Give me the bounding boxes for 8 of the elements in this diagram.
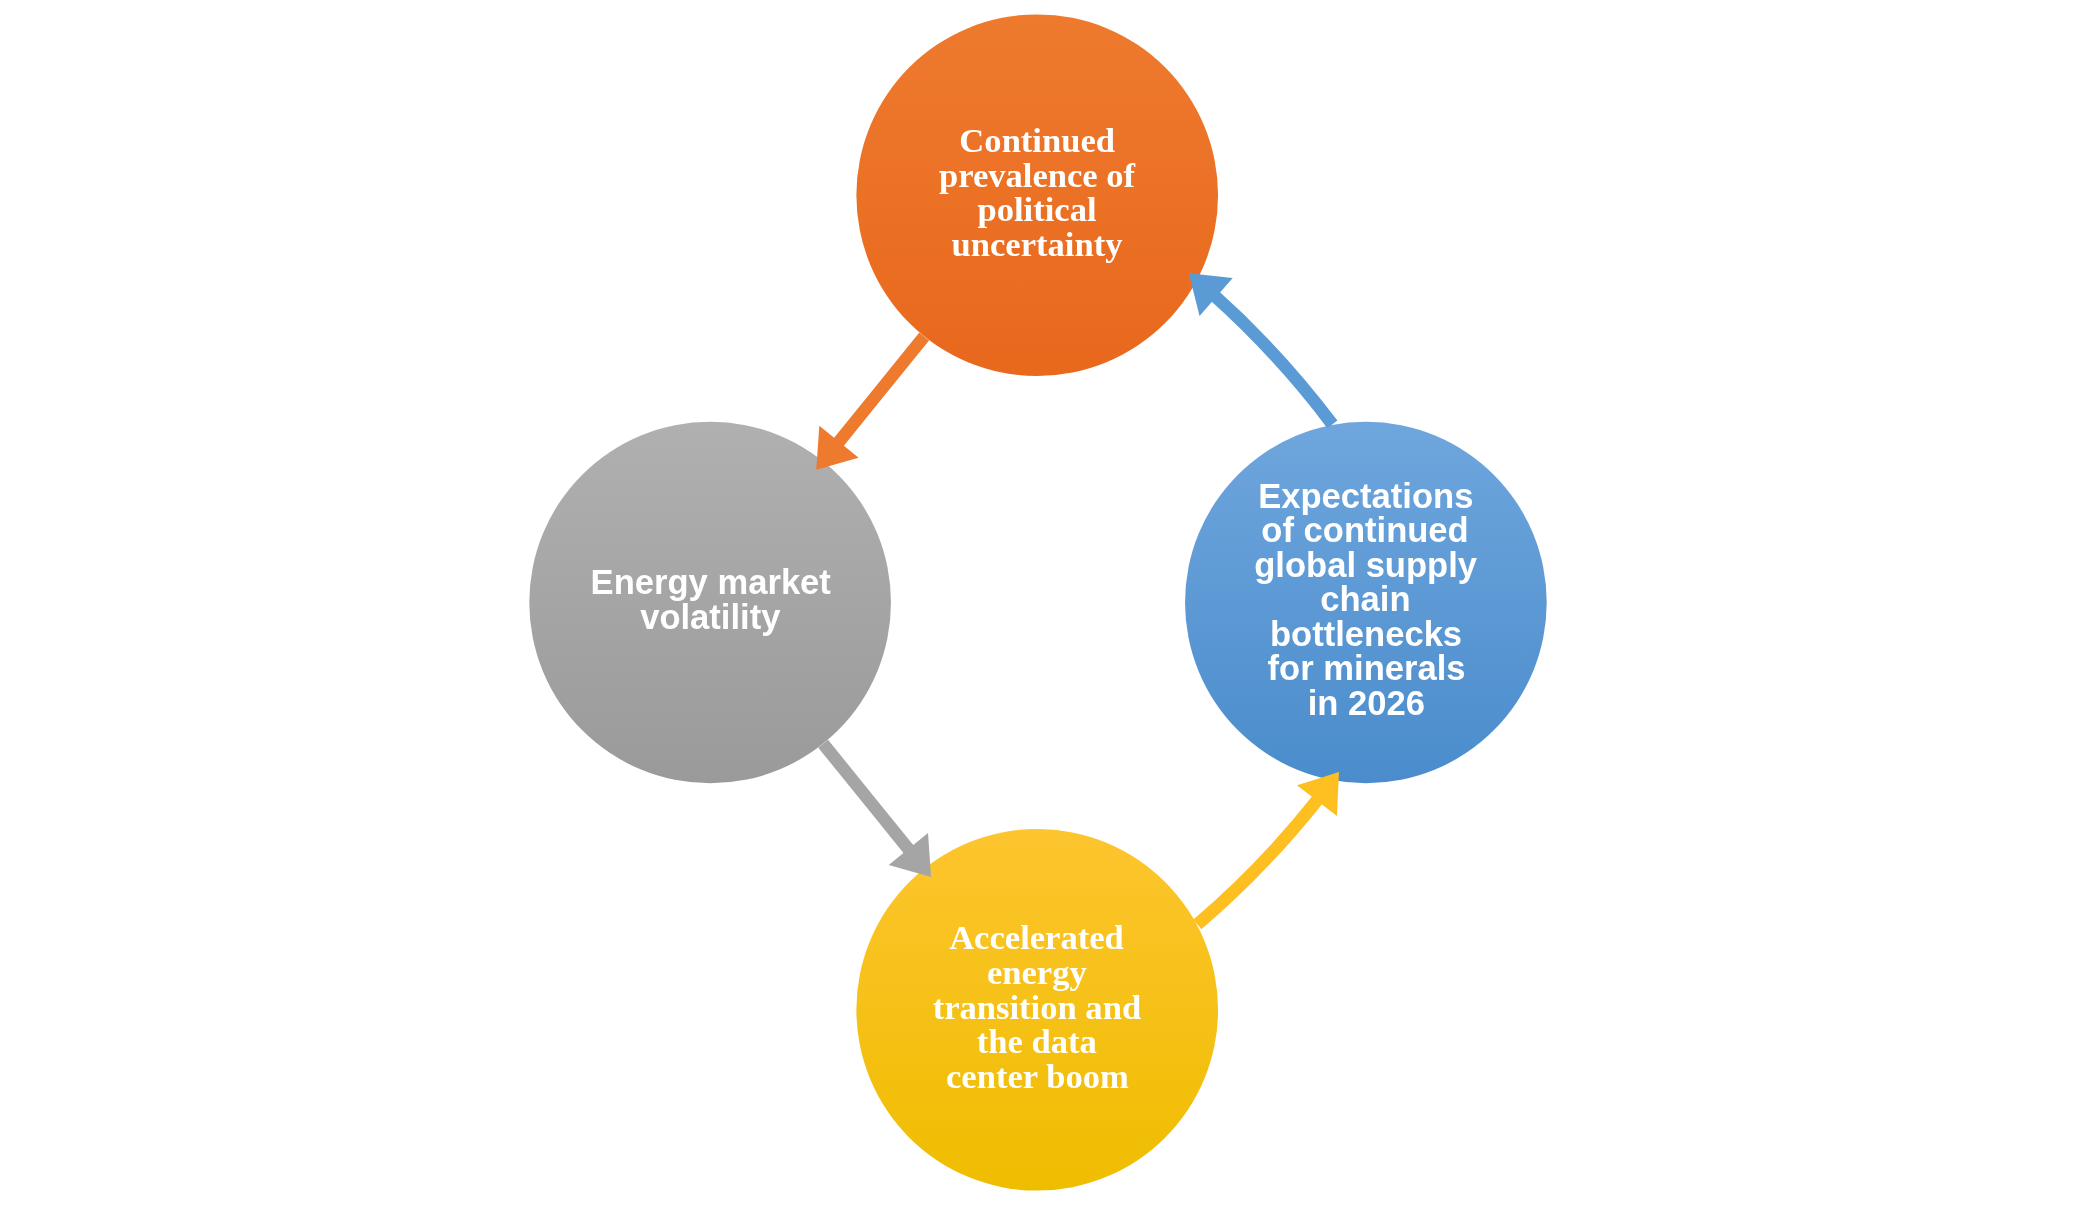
node-circle: Accelerated energy transition and the data center boom [856, 828, 1219, 1191]
arrow [818, 739, 932, 878]
node-circle: Energy market volatility [529, 421, 891, 784]
arrow [816, 332, 930, 470]
arrow [1193, 772, 1339, 930]
arrow [1188, 273, 1338, 429]
node-circle: Expectations of continued global supply chain bottlenecks for minerals in 2026 [1185, 421, 1547, 784]
node-circle: Continued prevalence of political uncertainty [856, 14, 1219, 377]
